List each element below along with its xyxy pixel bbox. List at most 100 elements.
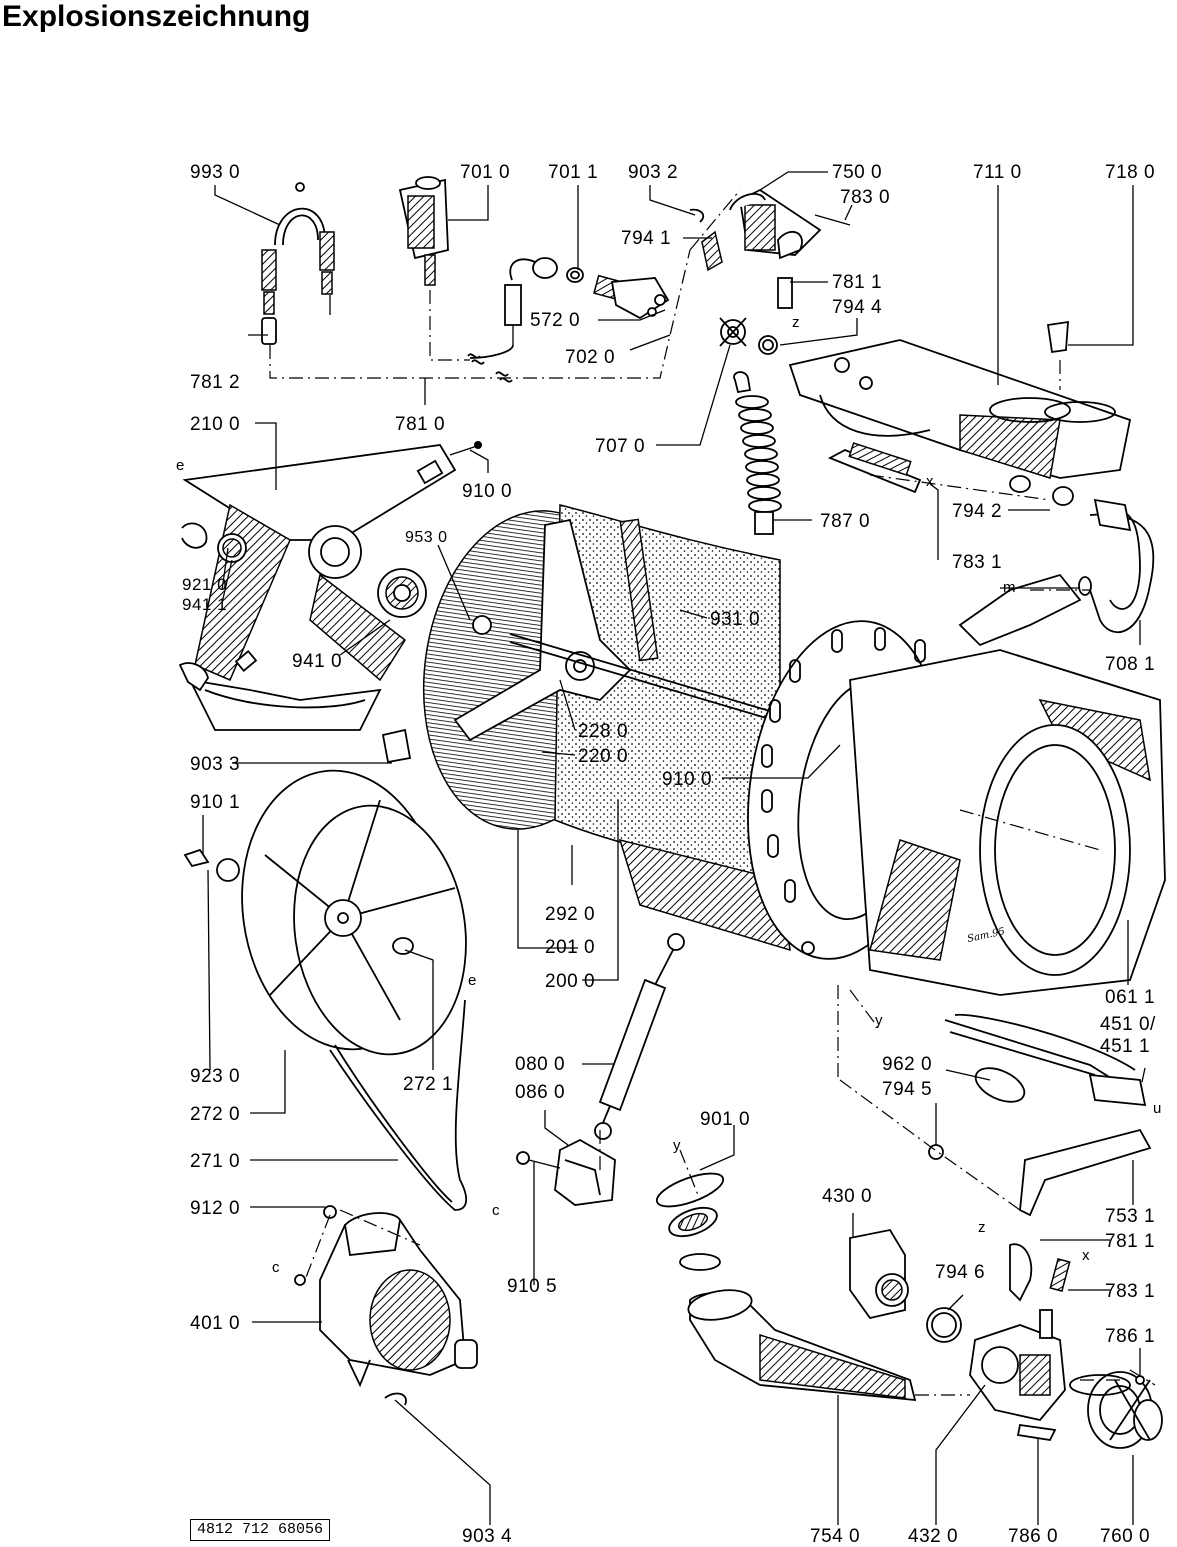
label-707-0: 707 0	[595, 436, 645, 457]
part-labels: 993 0 701 0 701 1 903 2 750 0 783 0 711 …	[182, 162, 1156, 1547]
label-781-0: 781 0	[395, 414, 445, 435]
label-201-0: 201 0	[545, 937, 595, 958]
connector-u: u	[1153, 1100, 1162, 1117]
part-707-0-drawing	[719, 317, 778, 355]
part-783-1-drawing	[827, 442, 1074, 506]
part-993-0-drawing	[261, 182, 335, 345]
label-931-0: 931 0	[710, 609, 760, 630]
label-923-0: 923 0	[190, 1066, 240, 1087]
part-080-0-drawing	[594, 933, 685, 1140]
label-912-0: 912 0	[190, 1198, 240, 1219]
label-794-4: 794 4	[832, 297, 882, 318]
part-210-0-drawing	[178, 441, 482, 731]
label-910-0a: 910 0	[462, 481, 512, 502]
part-941-bearings-drawing	[181, 522, 427, 618]
connector-c-belt: c	[492, 1202, 500, 1219]
connector-m: m	[1003, 579, 1016, 596]
label-910-0b: 910 0	[662, 769, 712, 790]
label-750-0: 750 0	[832, 162, 882, 183]
label-701-0: 701 0	[460, 162, 510, 183]
label-220-0: 220 0	[578, 746, 628, 767]
connector-z-upper: z	[792, 314, 800, 331]
part-903-2-drawing	[689, 208, 723, 272]
part-572-0-drawing	[469, 257, 670, 359]
part-432-0-pump-drawing	[849, 1228, 1163, 1449]
label-572-0: 572 0	[530, 310, 580, 331]
part-903-3-drawing	[381, 728, 412, 764]
connector-e-pulley: e	[468, 972, 477, 989]
label-753-1: 753 1	[1105, 1206, 1155, 1227]
connector-letters: e e m x x y y z z u c c	[176, 314, 1162, 1276]
part-754-0-drawing	[655, 1172, 917, 1402]
label-901-0: 901 0	[700, 1109, 750, 1130]
page-title: Explosionszeichnung	[2, 0, 311, 33]
label-708-1: 708 1	[1105, 654, 1155, 675]
label-794-6: 794 6	[935, 1262, 985, 1283]
label-271-0: 271 0	[190, 1151, 240, 1172]
label-903-2: 903 2	[628, 162, 678, 183]
label-272-0: 272 0	[190, 1104, 240, 1125]
label-921-0: 921 0	[182, 575, 227, 594]
label-941-0: 941 0	[292, 651, 342, 672]
connector-y-sump: y	[673, 1137, 681, 1154]
label-061-1: 061 1	[1105, 987, 1155, 1008]
label-781-1b: 781 1	[1105, 1231, 1155, 1252]
part-787-0-drawing	[733, 371, 782, 580]
label-941-1: 941 1	[182, 595, 227, 614]
connector-e-top: e	[176, 457, 185, 474]
label-783-0: 783 0	[840, 187, 890, 208]
connector-y-tub: y	[875, 1012, 883, 1029]
part-272-0-pulley-drawing	[183, 769, 468, 1211]
label-272-1: 272 1	[403, 1074, 453, 1095]
leader-lines	[202, 171, 1146, 1525]
label-962-0: 962 0	[882, 1054, 932, 1075]
label-786-1: 786 1	[1105, 1326, 1155, 1347]
label-292-0: 292 0	[545, 904, 595, 925]
label-794-5: 794 5	[882, 1079, 932, 1100]
label-783-1b: 783 1	[1105, 1281, 1155, 1302]
label-711-0: 711 0	[973, 162, 1022, 183]
label-401-0: 401 0	[190, 1313, 240, 1334]
label-430-0: 430 0	[822, 1186, 872, 1207]
break-marks	[467, 353, 513, 383]
part-701-0-drawing	[398, 176, 470, 361]
part-711-0-drawing	[788, 339, 1132, 479]
label-781-1a: 781 1	[832, 272, 882, 293]
label-702-0: 702 0	[565, 347, 615, 368]
label-754-0: 754 0	[810, 1526, 860, 1547]
document-code: 4812 712 68056	[190, 1519, 330, 1541]
part-718-0-drawing	[1046, 320, 1069, 390]
label-786-0: 786 0	[1008, 1526, 1058, 1547]
label-794-1: 794 1	[621, 228, 671, 249]
label-432-0: 432 0	[908, 1526, 958, 1547]
label-953-0: 953 0	[405, 529, 448, 546]
label-783-1a: 783 1	[952, 552, 1002, 573]
label-993-0: 993 0	[190, 162, 240, 183]
label-910-1: 910 1	[190, 792, 240, 813]
guide-lines	[269, 189, 1156, 1396]
label-451-0: 451 0/	[1100, 1014, 1156, 1035]
label-760-0: 760 0	[1100, 1526, 1150, 1547]
label-787-0: 787 0	[820, 511, 870, 532]
label-200-0: 200 0	[545, 971, 595, 992]
label-903-3: 903 3	[190, 754, 240, 775]
part-401-0-motor-drawing	[294, 1205, 478, 1406]
part-220-0-tub-rear-drawing	[422, 504, 801, 952]
part-750-0-drawing	[729, 188, 851, 309]
label-903-4: 903 4	[462, 1526, 512, 1547]
connector-x-lower: x	[1082, 1247, 1090, 1264]
connector-z-lower: z	[978, 1219, 986, 1236]
label-781-2: 781 2	[190, 372, 240, 393]
label-080-0: 080 0	[515, 1054, 565, 1075]
connector-x-upper: x	[926, 473, 934, 490]
label-701-1: 701 1	[548, 162, 598, 183]
label-228-0: 228 0	[578, 721, 628, 742]
part-931-0-drawing	[619, 518, 659, 662]
label-794-2: 794 2	[952, 501, 1002, 522]
part-451-0-heater-drawing	[837, 985, 1152, 1217]
part-200-0-tub-front-drawing	[747, 620, 1166, 996]
label-451-1: 451 1	[1100, 1036, 1150, 1057]
part-708-1-drawing	[958, 498, 1155, 647]
connector-c-motor: c	[272, 1259, 280, 1276]
